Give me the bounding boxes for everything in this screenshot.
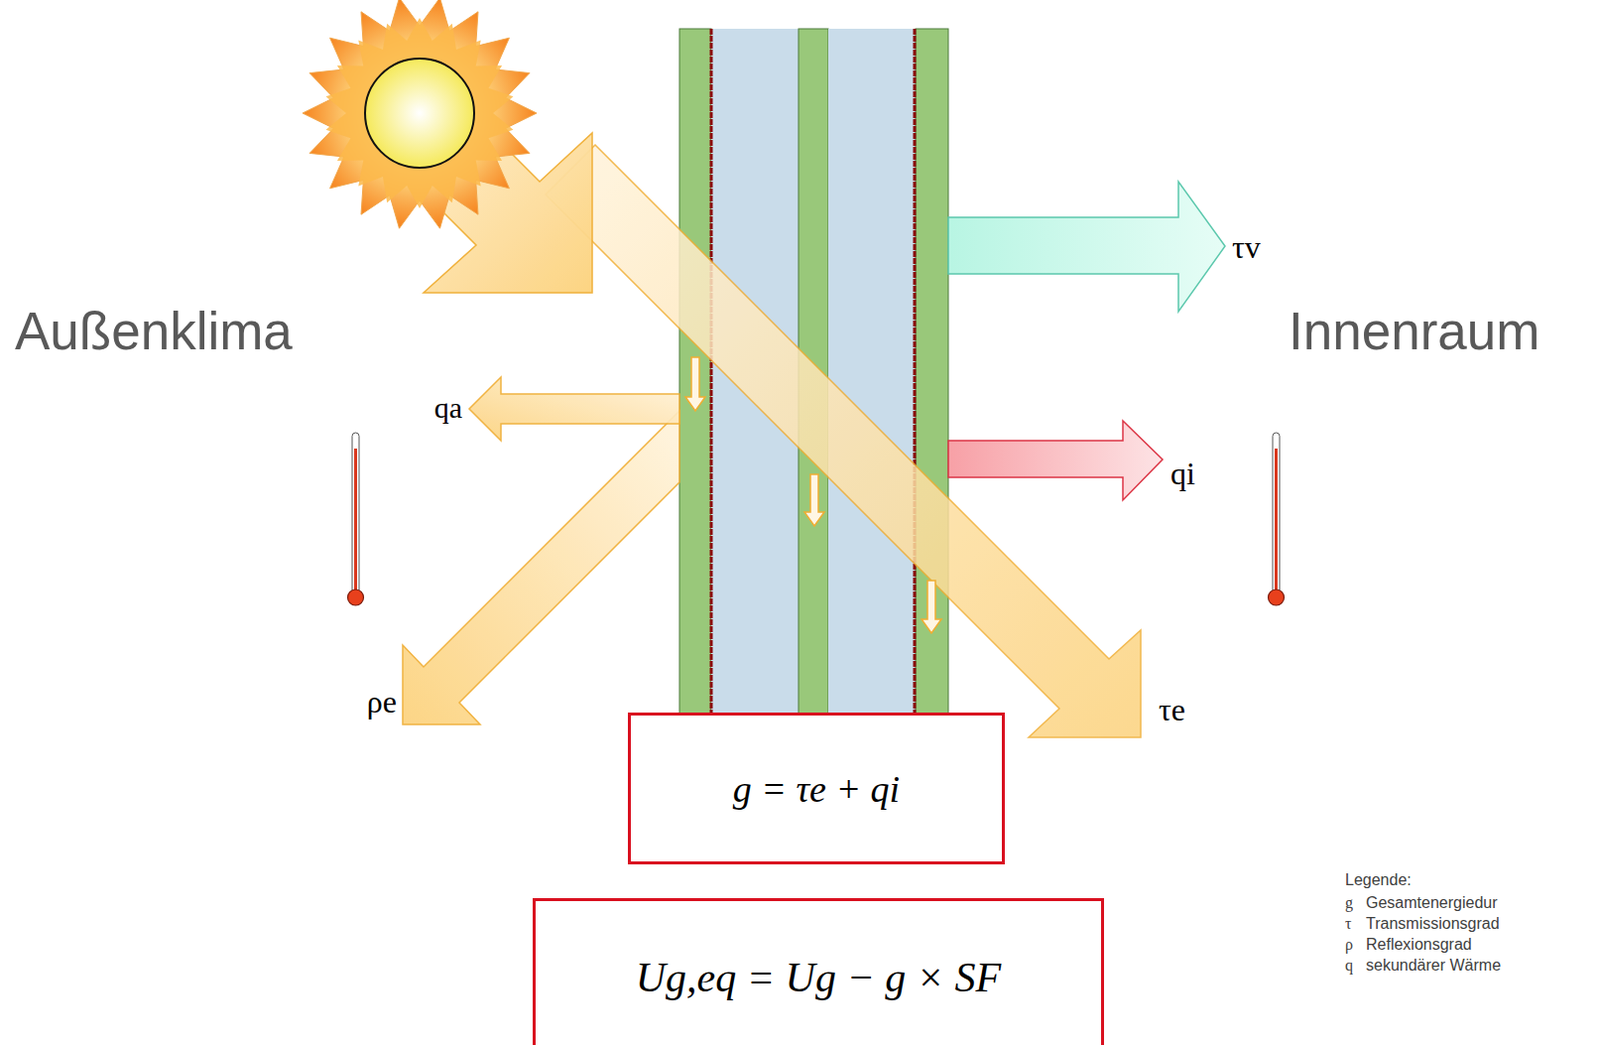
- thermometer-inside: [1268, 432, 1285, 606]
- low-e-coating: [913, 28, 917, 714]
- quantity-label: τv: [1231, 230, 1261, 265]
- formula-box: g = τe + qi: [627, 712, 1005, 864]
- legend-symbol: τ: [1345, 914, 1352, 933]
- glass-pane: [915, 28, 949, 714]
- legend-text: sekundärer Wärme: [1365, 956, 1501, 975]
- quantity-label: τe: [1158, 692, 1186, 728]
- formula-text: g = τe + qi: [733, 766, 900, 811]
- gas-gap: [828, 28, 916, 714]
- secondary-heat-in-arrow: [948, 420, 1163, 500]
- low-e-coating: [710, 28, 714, 714]
- secondary-heat-out-arrow: [469, 376, 680, 441]
- sun-rays: [326, 17, 514, 209]
- formula-text: Ug,eq = Ug − g × SF: [635, 953, 1001, 1001]
- area-label: Innenraum: [1288, 302, 1540, 361]
- thermometer-outside: [348, 432, 365, 606]
- quantity-label: ρe: [367, 684, 397, 720]
- legend-symbol: g: [1345, 893, 1354, 912]
- quantity-label: qa: [434, 390, 463, 424]
- glass-pane: [679, 28, 712, 714]
- reflection-arrow: [402, 410, 680, 725]
- legend-text: Transmissionsgrad: [1365, 914, 1500, 933]
- legend-symbol: q: [1345, 956, 1354, 975]
- light-transmission-arrow: [948, 181, 1226, 312]
- legend-heading: Legende:: [1345, 870, 1412, 889]
- legend-symbol: ρ: [1345, 935, 1354, 954]
- area-label: Außenklima: [14, 302, 293, 361]
- legend-text: Reflexionsgrad: [1365, 935, 1473, 954]
- absorption-arrow: [685, 357, 706, 411]
- absorption-arrow: [921, 580, 942, 633]
- absorption-arrow: [804, 474, 825, 526]
- sun-disc: [365, 58, 475, 168]
- quantity-label: qi: [1170, 456, 1196, 492]
- sun-rays: [302, 0, 537, 229]
- sun: [302, 0, 537, 229]
- absorption-arrows: [685, 357, 942, 633]
- legend-text: Gesamtenergiedur: [1365, 893, 1498, 912]
- formula-box: Ug,eq = Ug − g × SF: [532, 897, 1105, 1045]
